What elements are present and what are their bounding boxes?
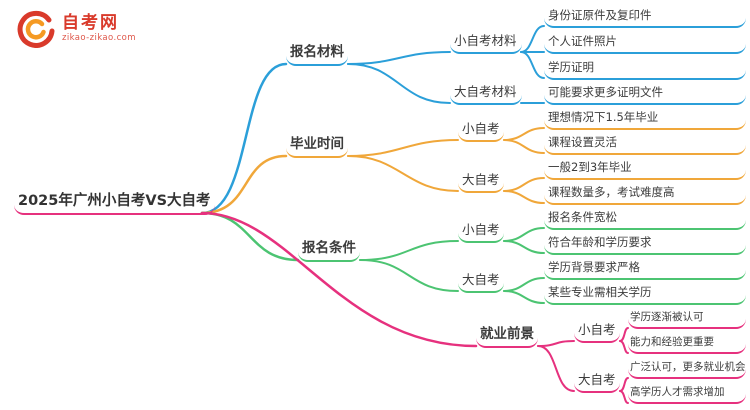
- leaf-node: 理想情况下1.5年毕业: [544, 110, 746, 130]
- subbranch-dazikao-prospects: 大自考: [574, 372, 620, 393]
- zikao-logo-icon: [17, 10, 55, 48]
- logo-text: 自考网 zikao-zikao.com: [62, 13, 136, 43]
- root-node: 2025年广州小自考VS大自考: [14, 192, 215, 216]
- leaf-node: 课程设置灵活: [544, 135, 746, 155]
- logo-title: 自考网: [62, 12, 119, 33]
- logo: 自考网 zikao-zikao.com: [16, 8, 136, 48]
- leaf-node: 学历背景要求严格: [544, 260, 746, 280]
- links-enroll-conditions: [200, 211, 545, 304]
- branch-enroll-materials: 报名材料: [286, 44, 348, 66]
- leaf-node: 学历逐渐被认可: [628, 311, 746, 329]
- leaf-node: 高学历人才需求增加: [628, 386, 746, 404]
- leaf-node: 广泛认可，更多就业机会: [628, 361, 746, 379]
- links-graduation-time: [200, 127, 545, 215]
- links-enroll-materials: [200, 25, 545, 215]
- branch-graduation-time: 毕业时间: [286, 136, 348, 158]
- leaf-node: 学历证明: [544, 60, 746, 80]
- subbranch-dazikao-materials: 大自考材料: [450, 84, 522, 105]
- subbranch-xiaozikao-prospects: 小自考: [574, 322, 620, 343]
- leaf-node: 身份证原件及复印件: [544, 8, 746, 28]
- subbranch-dazikao-time: 大自考: [458, 172, 504, 193]
- subbranch-xiaozikao-materials: 小自考材料: [450, 33, 522, 54]
- leaf-node: 某些专业需相关学历: [544, 285, 746, 305]
- leaf-node: 课程数量多，考试难度高: [544, 185, 746, 205]
- leaf-node: 符合年龄和学历要求: [544, 235, 746, 255]
- subbranch-xiaozikao-time: 小自考: [458, 121, 504, 142]
- leaf-node: 可能要求更多证明文件: [544, 85, 746, 105]
- branch-enroll-conditions: 报名条件: [298, 240, 360, 262]
- subbranch-xiaozikao-conditions: 小自考: [458, 222, 504, 243]
- leaf-node: 报名条件宽松: [544, 210, 746, 230]
- subbranch-dazikao-conditions: 大自考: [458, 272, 504, 293]
- logo-subtitle: zikao-zikao.com: [62, 33, 136, 44]
- leaf-node: 一般2到3年毕业: [544, 160, 746, 180]
- leaf-node: 个人证件照片: [544, 34, 746, 54]
- leaf-node: 能力和经验更重要: [628, 336, 746, 354]
- links-career-prospects: [200, 211, 629, 404]
- branch-career-prospects: 就业前景: [476, 326, 538, 348]
